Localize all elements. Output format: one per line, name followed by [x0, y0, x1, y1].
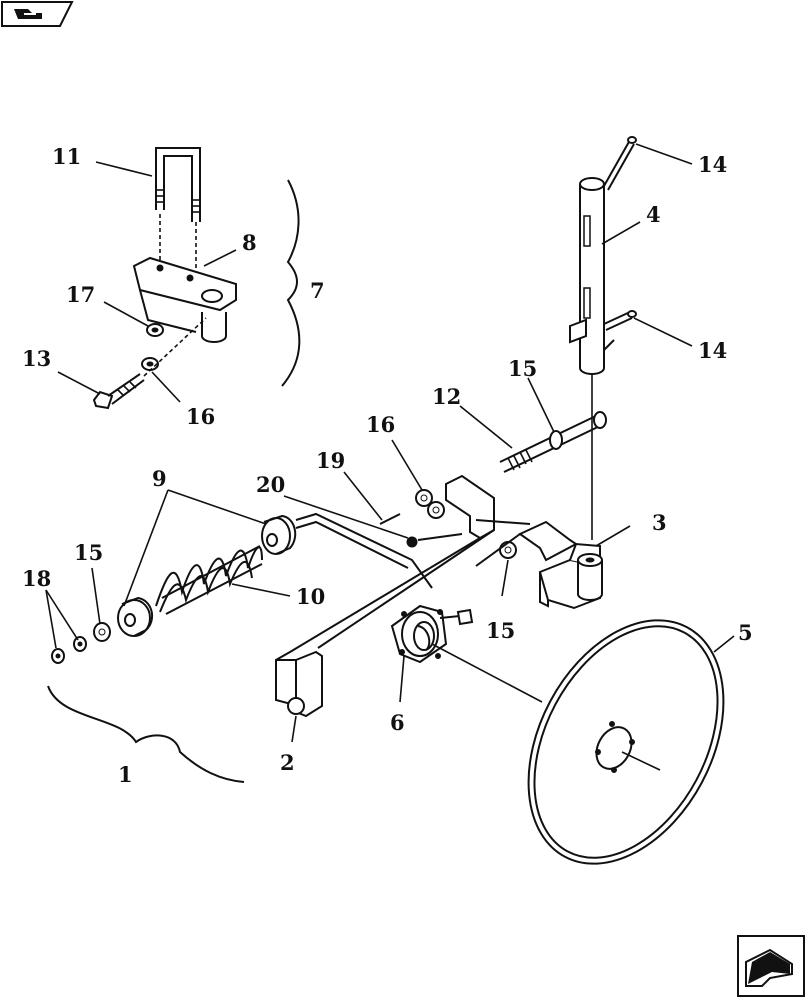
nuts-20: [51, 636, 87, 664]
linkage-rod: [295, 512, 531, 589]
callout-21: 19: [316, 448, 345, 473]
brace-7: [281, 179, 301, 387]
bolt-12: [499, 411, 607, 473]
bracket-3: [475, 520, 603, 610]
previous-page-icon[interactable]: [1, 1, 74, 27]
pin-14-top: [603, 136, 637, 191]
pin-14-bottom: [603, 310, 637, 351]
callout-10: 10: [296, 584, 325, 609]
callout-1: 1: [118, 762, 133, 787]
washers-16: [415, 489, 445, 519]
shaft-4: [569, 177, 605, 540]
callout-22: 20: [256, 472, 285, 497]
washer-17: [499, 541, 517, 559]
bracket-8: [132, 256, 237, 343]
ball-22: [406, 533, 463, 548]
callout-15-left-visible: 15: [74, 540, 103, 565]
arm-2: [275, 474, 495, 718]
cap-9-left: [117, 596, 154, 637]
callout-14-top: 14: [698, 152, 727, 177]
leader-lines: [45, 143, 735, 771]
callout-9: 9: [152, 466, 167, 491]
u-bolt-11: [155, 147, 201, 276]
bolt-13: [92, 317, 207, 410]
callout-12: 12: [432, 384, 461, 409]
callout-6: 6: [390, 710, 405, 735]
callout-8: 8: [242, 230, 257, 255]
washer-18: [141, 357, 159, 371]
nut-19: [146, 323, 164, 337]
callout-13: 13: [22, 346, 51, 371]
spring-10: [155, 545, 263, 615]
callout-5: 5: [738, 620, 753, 645]
callout-3: 3: [652, 510, 667, 535]
callout-2: 2: [280, 750, 295, 775]
next-page-icon[interactable]: [737, 935, 805, 997]
hub-6: [390, 604, 448, 664]
callout-18: 16: [186, 404, 215, 429]
callout-labels: 11 8 7 17 13 16 14 4 14 15 12 15 15 19 2…: [22, 144, 753, 787]
callout-17: 15: [486, 618, 515, 643]
callout-11: 11: [52, 144, 81, 169]
washer-15-left: [93, 622, 111, 642]
callout-14-bottom: 14: [698, 338, 727, 363]
brace-1: [47, 685, 245, 783]
callout-7: 7: [310, 278, 325, 303]
disc-5: [527, 619, 725, 865]
callout-19: 17: [66, 282, 95, 307]
callout-20: 18: [22, 566, 51, 591]
pin-21: [379, 513, 401, 525]
callout-16-label-visible: 16: [366, 412, 395, 437]
cap-9-right: [261, 514, 297, 555]
bolt-hub: [439, 608, 474, 626]
callout-4: 4: [646, 202, 661, 227]
callout-15-top-visible: 15: [508, 356, 537, 381]
